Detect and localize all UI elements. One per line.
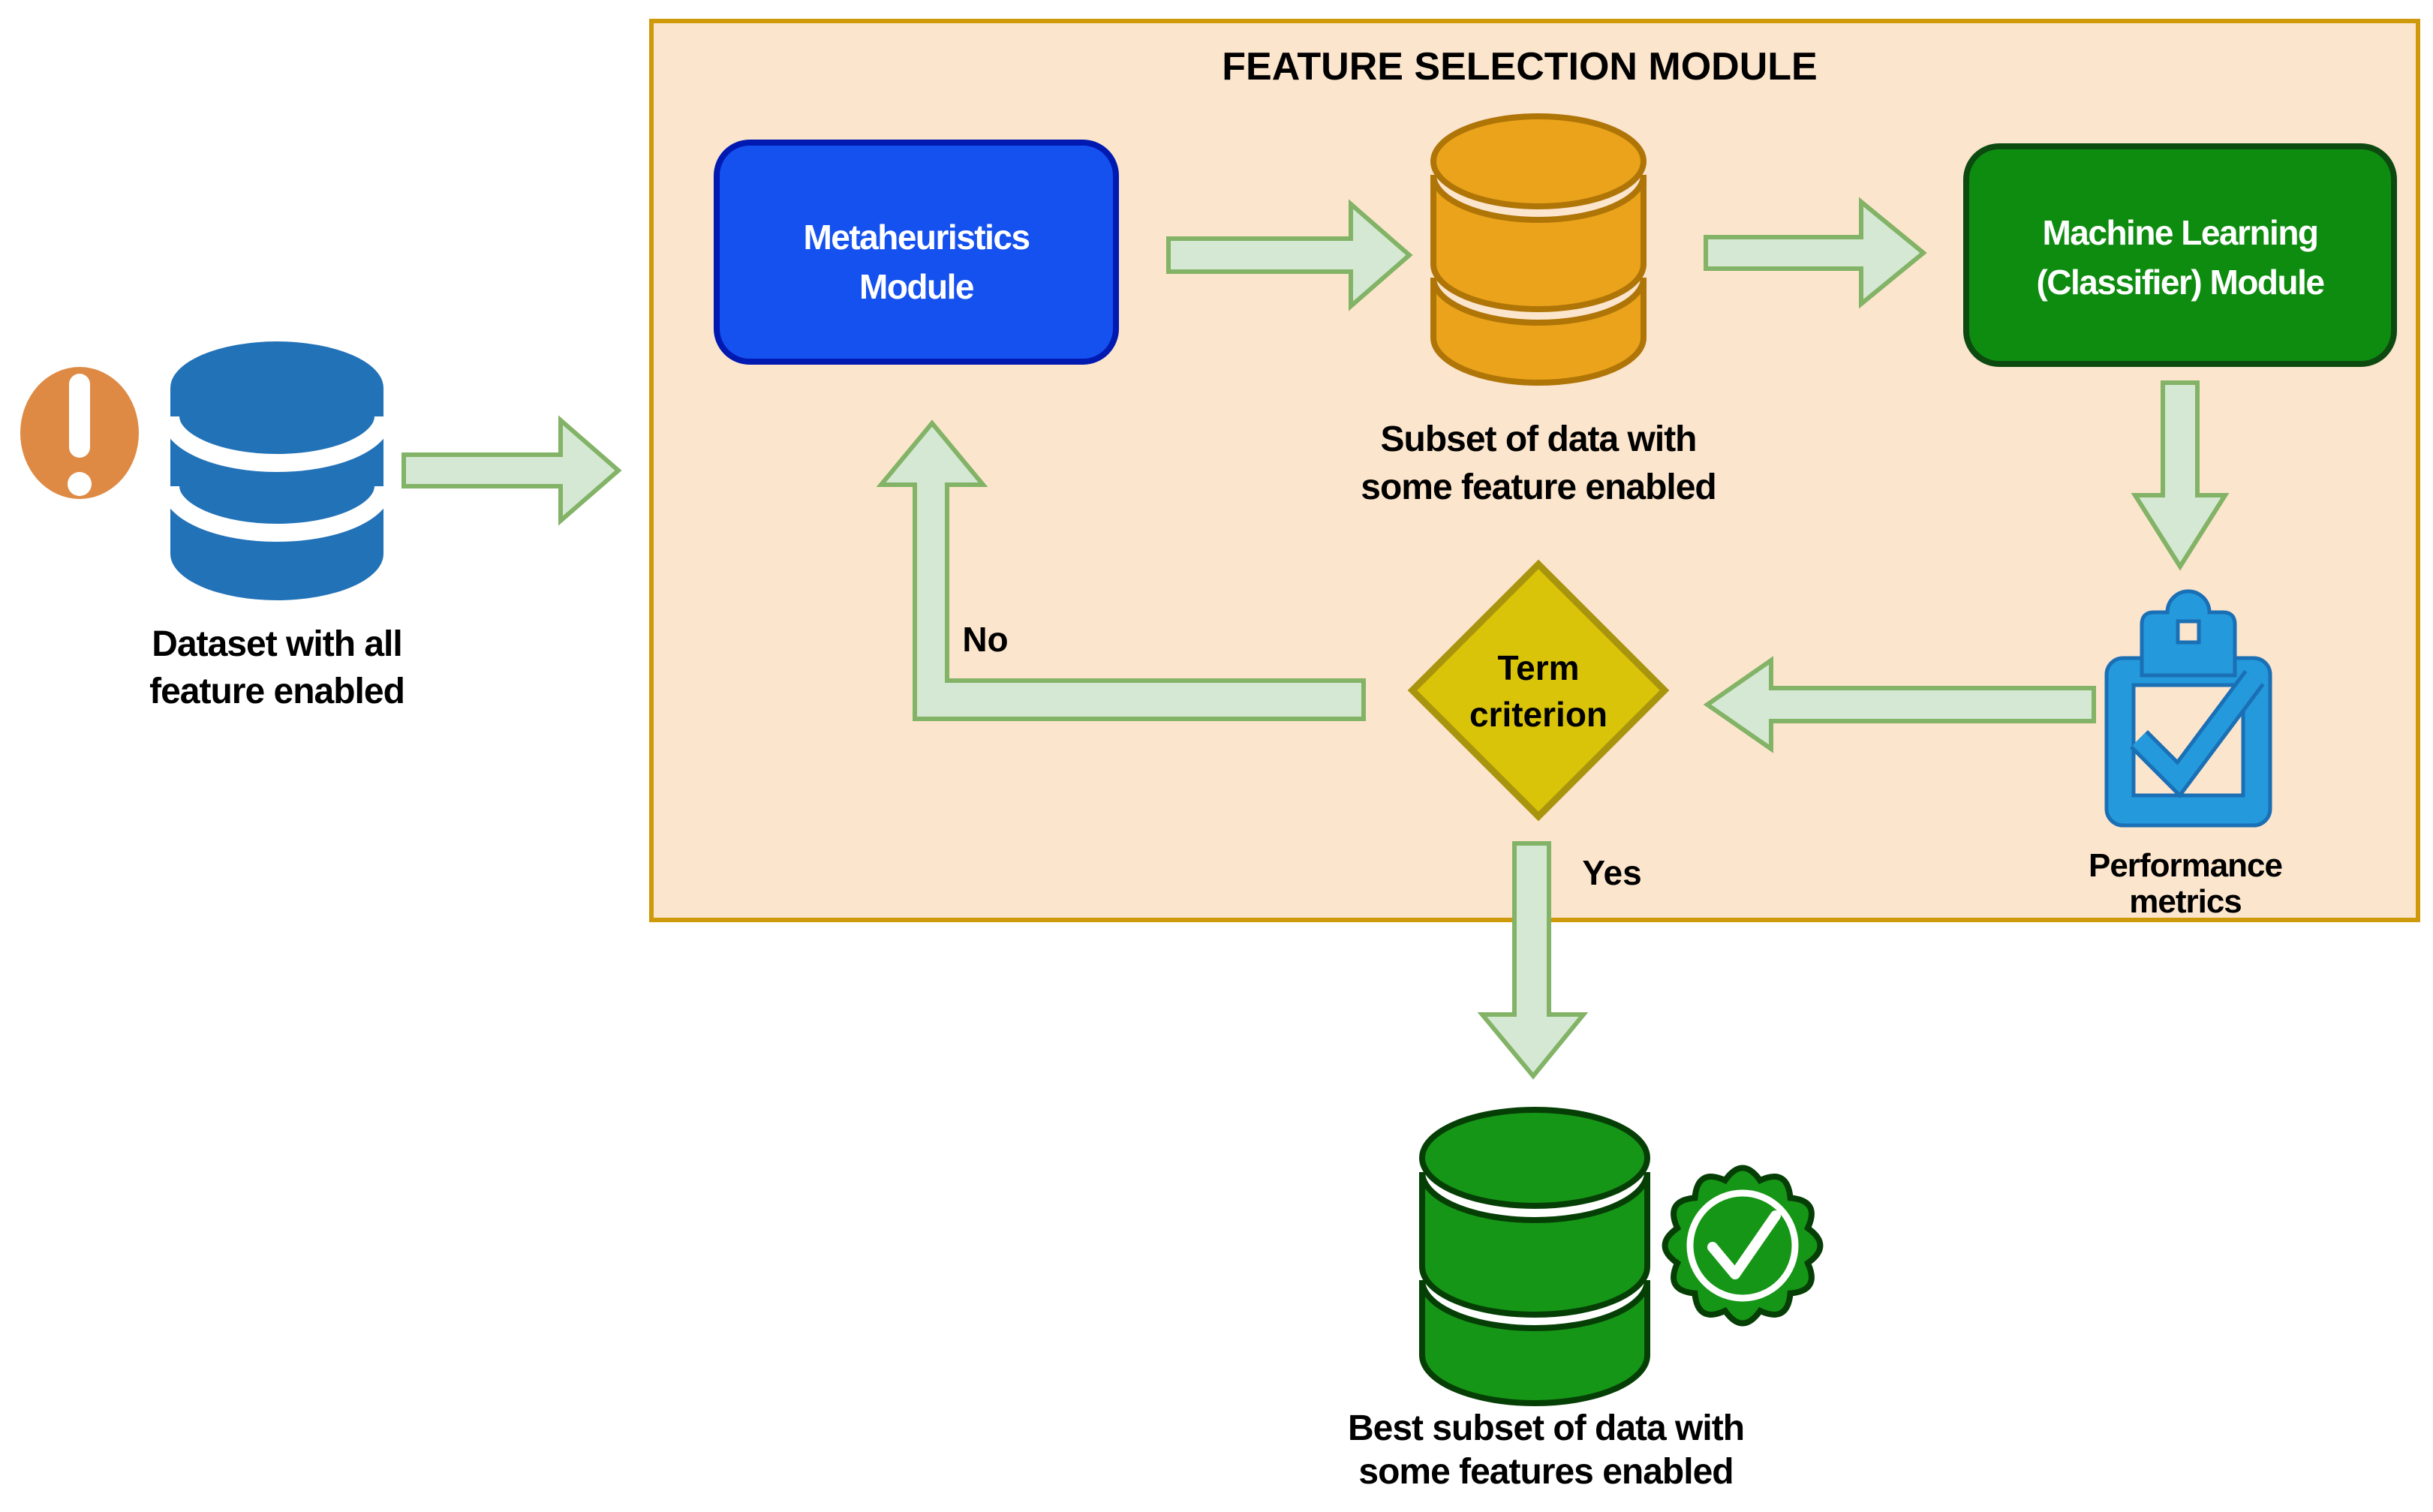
decision-label-line1: Term [1497,648,1579,687]
performance-label-line2: metrics [2129,883,2242,920]
arrow-dataset-to-module-icon [401,415,622,526]
arrow-subset-to-ml-icon [1704,197,1927,309]
subset-database-icon [1430,113,1647,386]
performance-label-line1: Performance [2089,847,2282,884]
subset-label-line1: Subset of data with [1380,419,1696,459]
arrow-no-loop-icon [876,419,1366,721]
metaheuristics-label-line2: Module [859,267,974,306]
module-title: FEATURE SELECTION MODULE [1222,45,1817,89]
arrow-metaheuristics-to-subset-icon [1166,199,1413,311]
ml-label-line2: (Classifier) Module [2036,263,2324,302]
verified-check-badge-icon [1662,1165,1824,1327]
dataset-label-line1: Dataset with all [152,624,401,664]
output-label-line1: Best subset of data with [1348,1408,1744,1448]
arrow-yes-to-output-icon [1477,841,1589,1080]
output-database-icon [1419,1107,1650,1406]
term-criterion-decision-node: Term criterion [1407,559,1670,822]
exclamation-warning-icon [20,367,139,499]
no-edge-label: No [962,620,1008,659]
arrow-ml-to-performance-icon [2131,380,2230,571]
metaheuristics-module-node: Metaheuristics Module [714,140,1119,365]
subset-label-line2: some feature enabled [1361,467,1716,507]
output-label-line2: some features enabled [1358,1452,1733,1492]
clipboard-check-icon [2104,589,2272,828]
dataset-label-line2: feature enabled [149,672,404,711]
machine-learning-module-node: Machine Learning (Classifier) Module [1963,143,2397,367]
dataset-database-icon [161,341,392,600]
arrow-performance-to-decision-icon [1703,656,2096,753]
yes-edge-label: Yes [1582,853,1641,892]
metaheuristics-label-line1: Metaheuristics [803,218,1029,257]
decision-label-line2: criterion [1469,695,1607,734]
ml-label-line1: Machine Learning [2042,213,2317,252]
